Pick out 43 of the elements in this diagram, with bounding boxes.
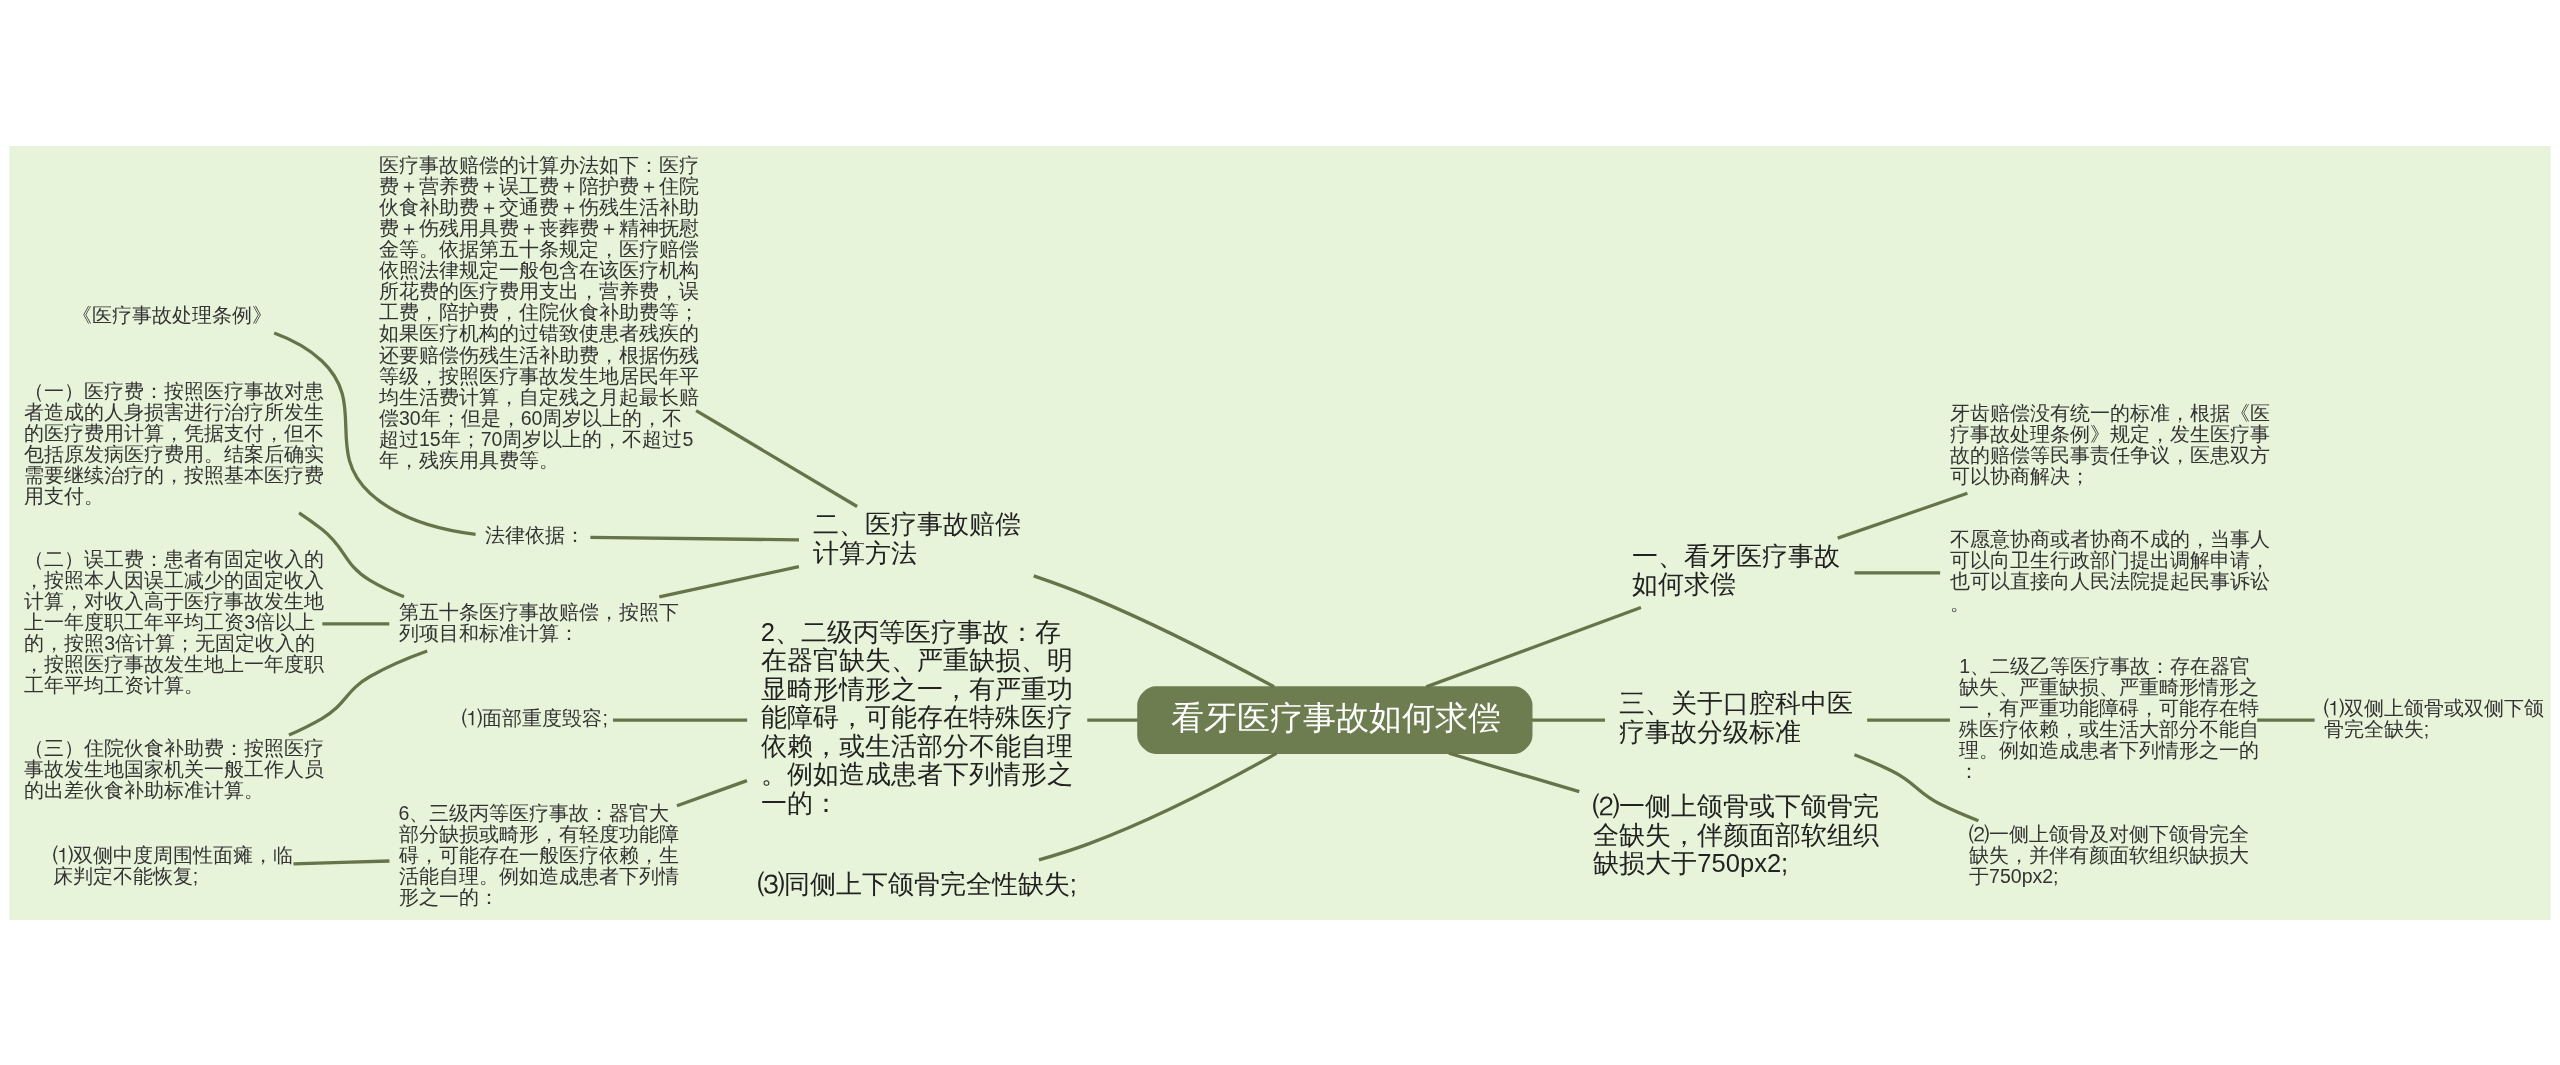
connector [695, 408, 858, 508]
connector [2257, 717, 2315, 722]
connector [1448, 751, 1580, 793]
connector [1854, 570, 1941, 574]
connector [1853, 752, 1980, 822]
connector [288, 648, 428, 737]
node-text: 1、二级乙等医疗事故：存在器官缺失、严重缺损、严重畸形情形之一，有严重功能障碍，可能存在特殊医疗依赖，或生活大部分不能自理。例如造成患者下列情形之一的： [1959, 654, 2260, 782]
connector [322, 621, 390, 626]
connector [1038, 751, 1278, 861]
node-text: （三）住院伙食补助费：按照医疗事故发生地国家机关一般工作人员的出差伙食补助标准计算。 [24, 736, 325, 801]
connector [658, 564, 800, 598]
connector [1837, 491, 1968, 540]
node-text: 法律依据： [484, 523, 585, 546]
node-text: 医疗事故赔偿的计算办法如下：医疗费＋营养费＋误工费＋陪护费＋住院伙食补助费＋交通费＋伤残生活补助费＋伤残用具费＋丧葬费＋精神抚慰金等。依据第五十条规定，医疗赔偿依照法律规定一般包含在该医疗机构所花费的医疗费用支出，营养费，误工费，陪护费，住院伙食补助费等；如果医疗机构的过错致使患者残疾的还要赔偿伤残生活补助费，根据伤残等级，按照医疗事故发生地居民年平均生活费计算，自定残之月起最长赔偿30年；但是，60周岁以上的，不超过15年；70周岁以上的，不超过5年，残疾用具费等。 [379, 153, 699, 471]
node-text: （二）误工费：患者有固定收入的，按照本人因误工减少的固定收入计算，对收入高于医疗事故发生地上一年度职工年平均工资3倍以上的，按照3倍计算；无固定收入的，按照医疗事故发生地上一年度职工年平均工资计算。 [24, 547, 325, 696]
node-box: 看牙医疗事故如何求偿 [1137, 685, 1533, 754]
node-text: ⑴双侧中度周围性面瘫，临床判定不能恢复; [52, 843, 293, 887]
connector [273, 330, 476, 536]
connector [1425, 605, 1642, 688]
node-text: ⑴双侧上颌骨或双侧下颌骨完全缺失; [2323, 696, 2544, 740]
node-text: 6、三级丙等医疗事故：器官大部分缺损或畸形，有轻度功能障碍，可能存在一般医疗依赖，生活能自理。例如造成患者下列情形之一的： [398, 801, 679, 908]
connector [613, 717, 748, 722]
node-text: 三、关于口腔科中医疗事故分级标准 [1618, 688, 1853, 746]
node-text: ⑵一侧上颌骨及对侧下颌骨完全缺失，并伴有颜面软组织缺损大于750px2; [1969, 822, 2250, 887]
node-text: ⑴面部重度毁容; [462, 706, 608, 729]
connector [293, 858, 390, 865]
connector [1867, 717, 1950, 722]
node-text: ⑵一侧上颌骨或下颌骨完全缺失，伴颜面部软组织缺损大于750px2; [1593, 791, 1880, 877]
node-text: ⑶同侧上下颌骨完全性缺失; [757, 869, 1077, 898]
node-text: 二、医疗事故赔偿计算方法 [812, 509, 1021, 567]
connector [590, 535, 799, 542]
node-text: （一）医疗费：按照医疗事故对患者造成的人身损害进行治疗所发生的医疗费用计算，凭据支付，但不包括原发病医疗费用。结案后确实需要继续治疗的，按照基本医疗费用支付。 [24, 379, 325, 507]
connector [298, 510, 405, 598]
node-text: 2、二级丙等医疗事故：存在器官缺失、严重缺损、明显畸形情形之一，有严重功能障碍，可能存在特殊医疗依赖，或生活部分不能自理。例如造成患者下列情形之一的： [760, 617, 1073, 817]
node-text: 一、看牙医疗事故如何求偿 [1631, 541, 1840, 598]
connector [1033, 573, 1275, 688]
node-text: 不愿意协商或者协商不成的，当事人可以向卫生行政部门提出调解申请，也可以直接向人民法院提起民事诉讼。 [1949, 527, 2270, 613]
connector [676, 778, 748, 807]
node-text: 第五十条医疗事故赔偿，按照下列项目和标准计算： [398, 600, 679, 644]
connector [1087, 717, 1138, 722]
connector [1532, 717, 1606, 722]
node-text: 《医疗事故处理条例》 [72, 303, 273, 326]
node-text: 牙齿赔偿没有统一的标准，根据《医疗事故处理条例》规定，发生医疗事故的赔偿等民事责任争议，医患双方可以协商解决； [1949, 401, 2270, 487]
